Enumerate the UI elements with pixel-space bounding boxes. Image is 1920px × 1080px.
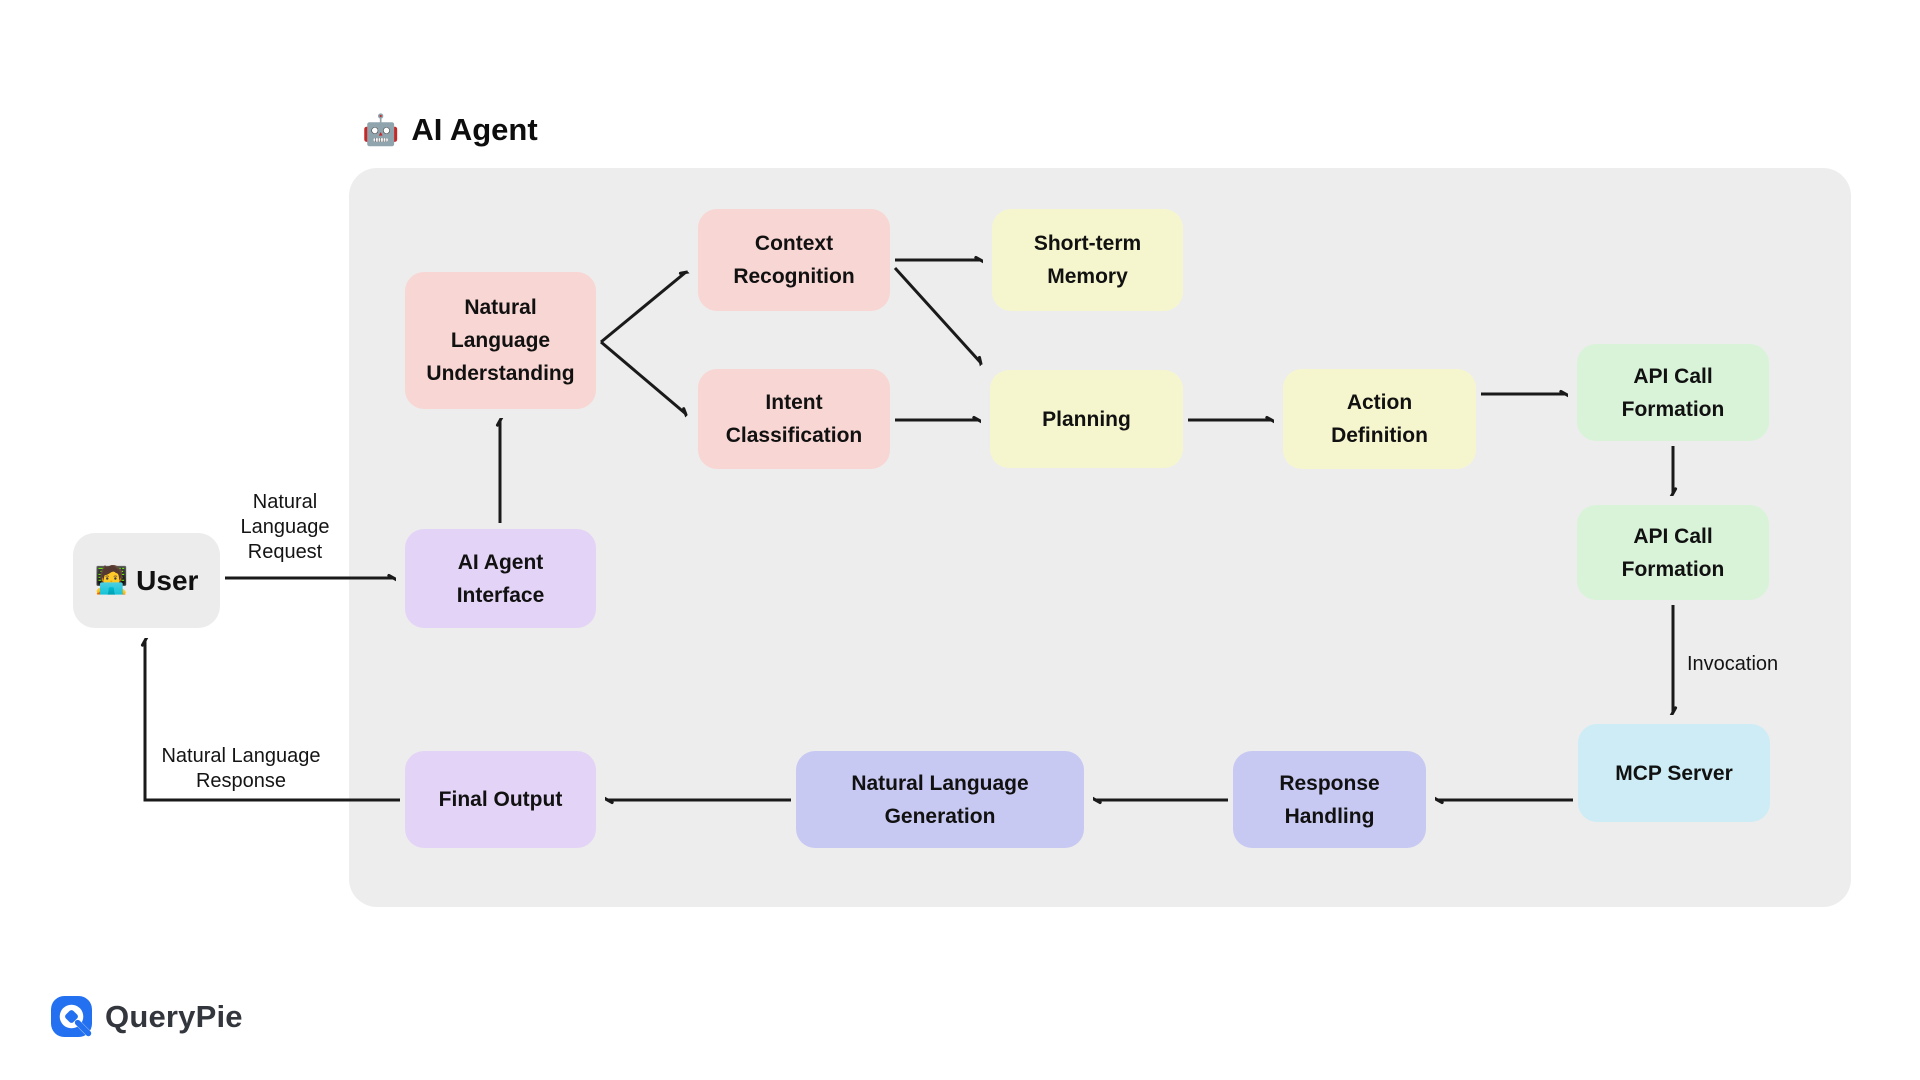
node-intent-classification: Intent Classification [698,369,890,469]
node-short-term-memory: Short-term Memory [992,209,1183,311]
technologist-icon: 🧑‍💻 [94,565,129,595]
node-final-output: Final Output [405,751,596,848]
node-natural-language-understanding: Natural Language Understanding [405,272,596,409]
edge-label-natural-language-request: Natural Language Request [240,491,330,563]
diagram-title: 🤖 AI Agent [362,112,538,148]
node-planning: Planning [990,370,1183,468]
edge-label-natural-language-response: Natural Language Response [161,745,321,792]
node-response-handling: Response Handling [1233,751,1426,848]
diagram-title-text: AI Agent [411,112,538,147]
node-action-definition: Action Definition [1283,369,1476,469]
node-mcp-server: MCP Server [1578,724,1770,822]
node-api-call-formation-2: API Call Formation [1577,505,1769,600]
user-label: User [136,565,199,596]
node-ai-agent-interface: AI Agent Interface [405,529,596,628]
node-user: 🧑‍💻 User [73,533,220,628]
node-api-call-formation-1: API Call Formation [1577,344,1769,441]
node-natural-language-generation: Natural Language Generation [796,751,1084,848]
robot-icon: 🤖 [362,113,400,147]
querypie-logo-icon [51,996,92,1037]
querypie-brand-text: QueryPie [105,998,243,1034]
node-context-recognition: Context Recognition [698,209,890,311]
querypie-brand: QueryPie [51,996,243,1037]
edge-label-invocation: Invocation [1687,653,1779,675]
